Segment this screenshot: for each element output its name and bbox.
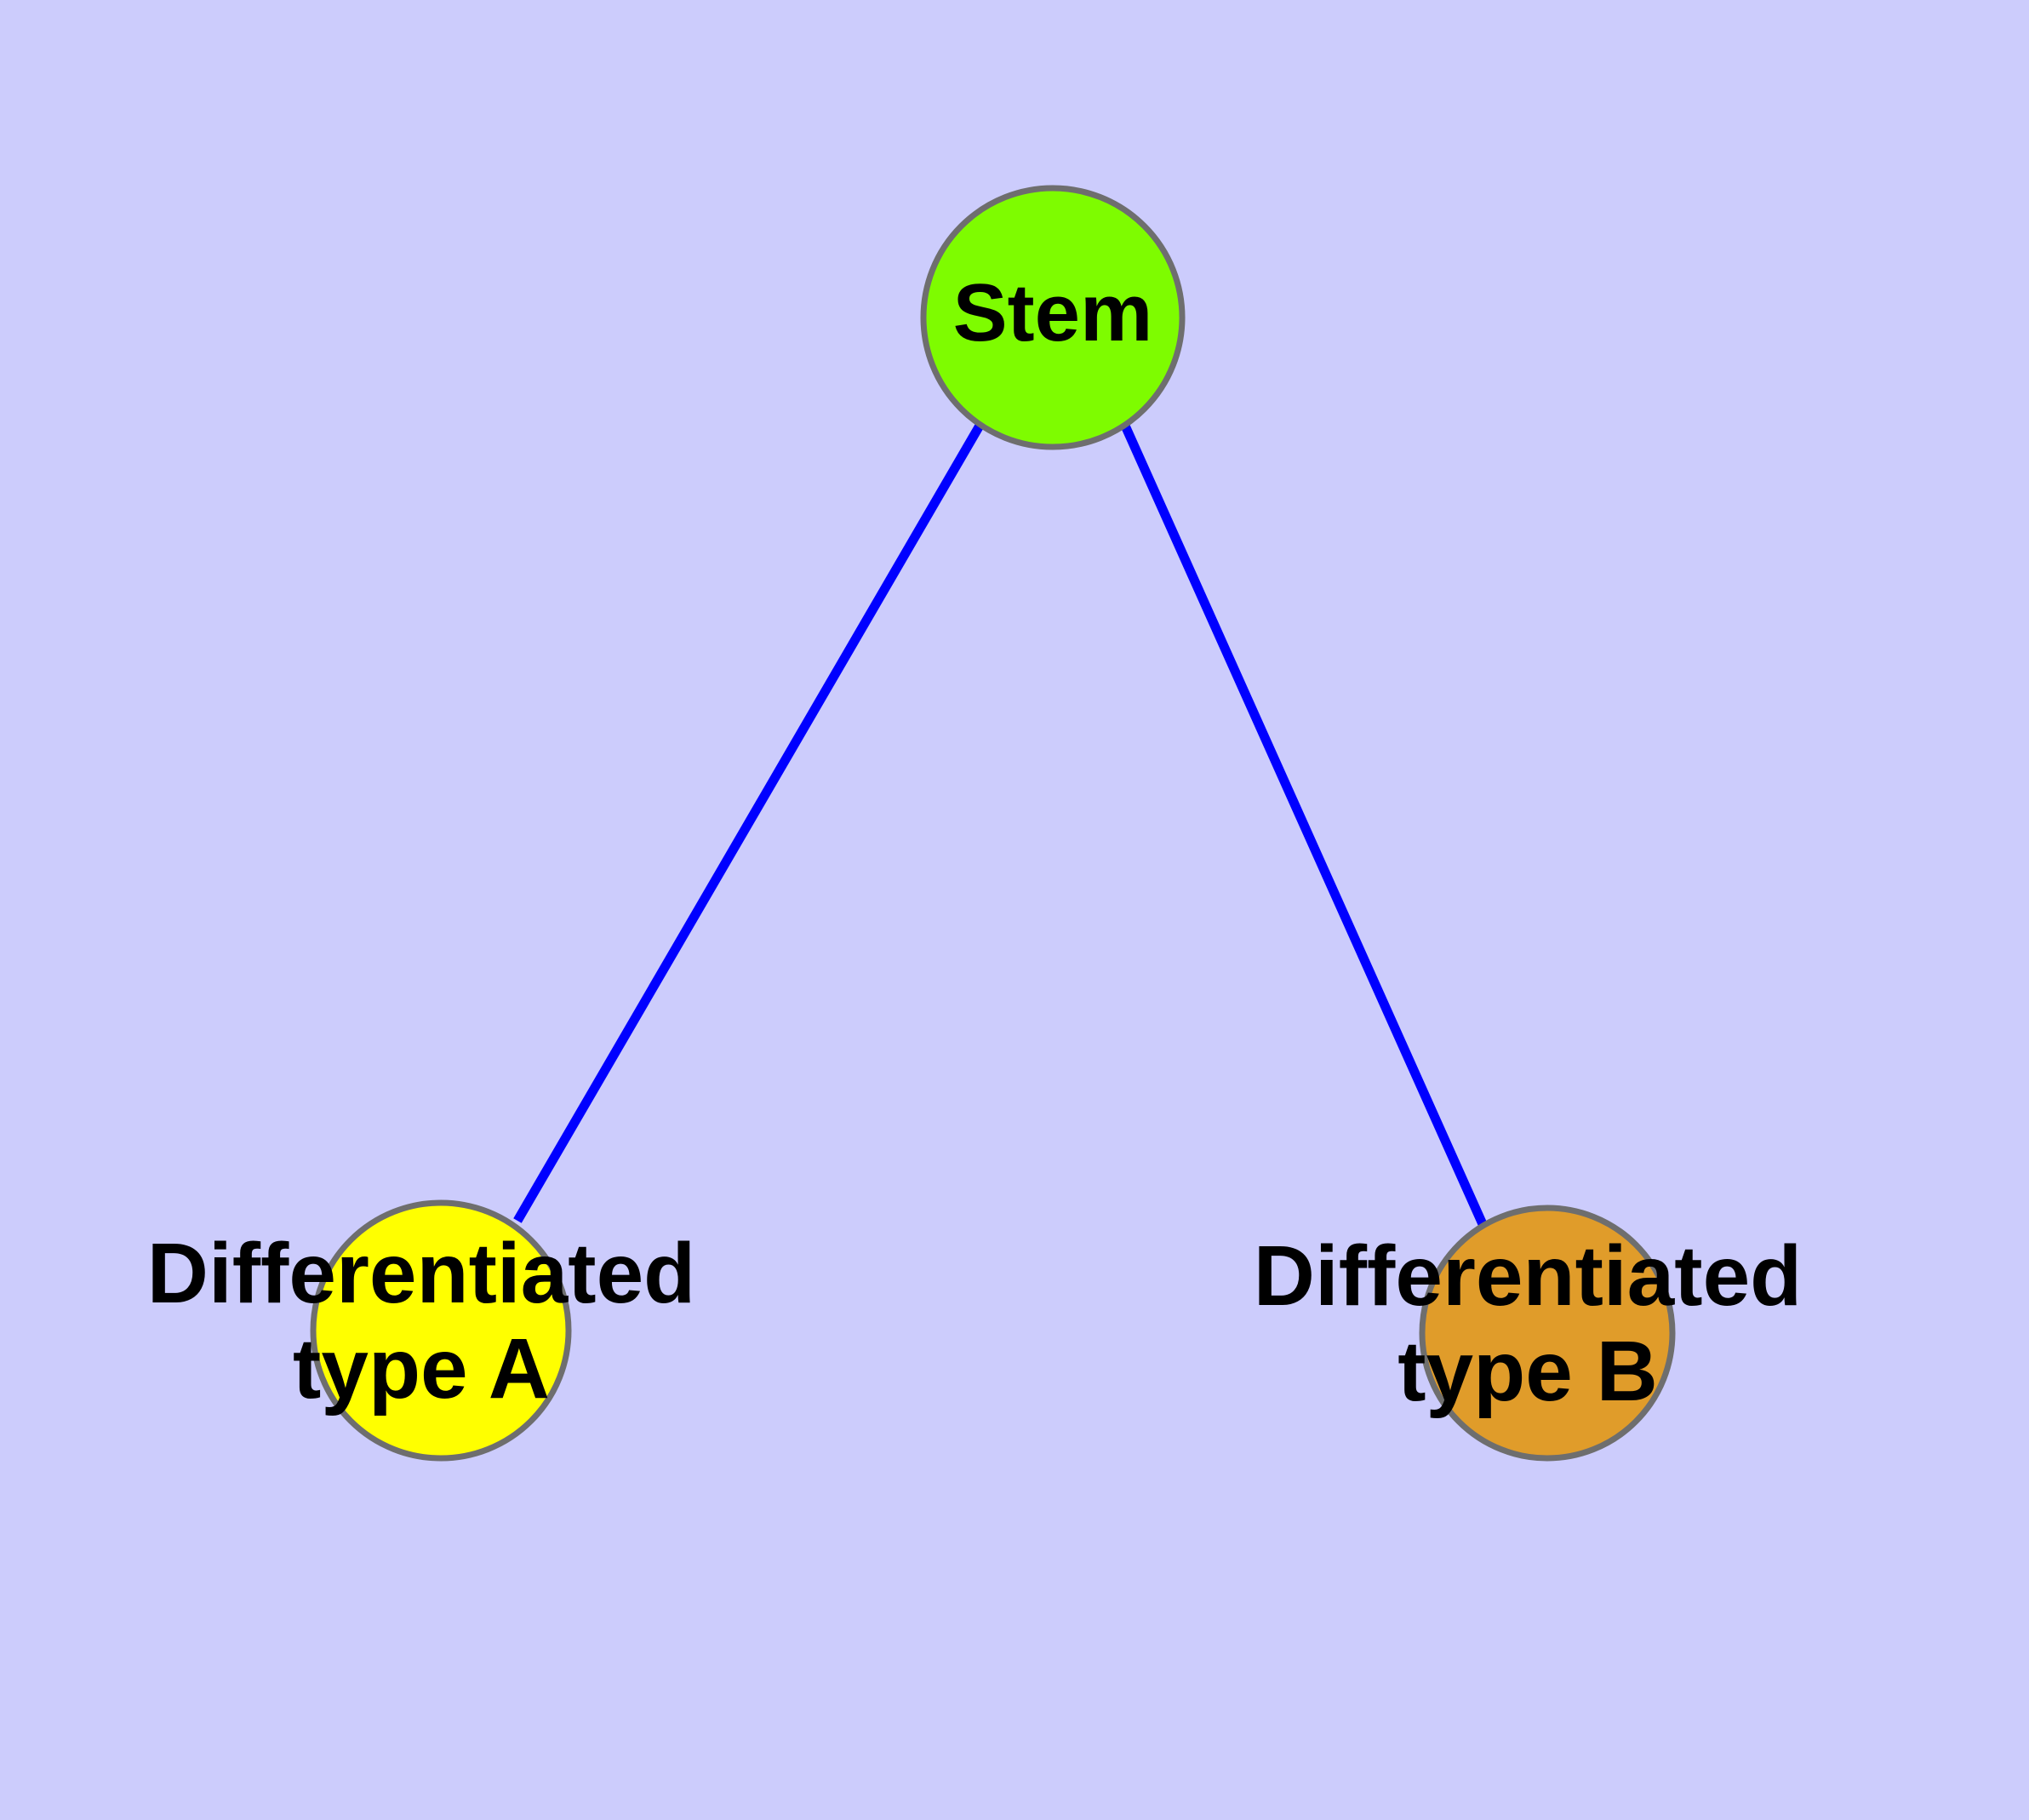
edge-stem-to-diff-b xyxy=(1120,423,1488,1227)
edge-stem-to-diff-a xyxy=(513,423,984,1223)
node-diff-b-circle[interactable] xyxy=(1419,1205,1676,1462)
nodes-layer xyxy=(310,185,1676,1462)
node-diff-a-circle[interactable] xyxy=(310,1199,572,1462)
edges-layer xyxy=(513,423,1488,1227)
node-stem-label: Stem xyxy=(953,267,1153,358)
node-stem-circle[interactable] xyxy=(920,185,1186,450)
